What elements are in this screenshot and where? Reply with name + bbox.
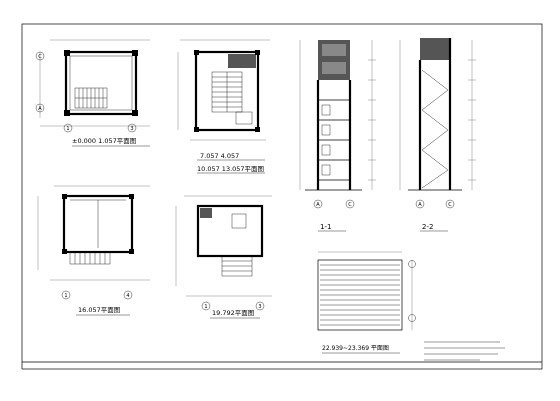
plan-e-title: 22.939~23.369 平面图: [322, 345, 389, 352]
plan-a-axis-a: A: [38, 106, 42, 112]
section-2-2: A C 2-2: [399, 38, 476, 232]
plan-b-title-line2: 10.057 13.057平面图: [197, 165, 264, 173]
notes-block: [424, 341, 505, 361]
section-1-1: A C 1-1: [299, 40, 376, 232]
plan-d-stair: [221, 255, 253, 277]
plan-d-axis-3: 3: [258, 304, 261, 310]
plan-c-axis-4: 4: [126, 293, 129, 299]
plan-b-title-line1: 7.057 4.057: [200, 152, 239, 160]
section-2-axis-c: C: [448, 202, 452, 208]
plan-a: C A 1 3 ±0.000 1.057平面图: [35, 39, 150, 147]
plan-a-axis-c: C: [38, 54, 42, 60]
section-1-title: 1-1: [320, 223, 331, 231]
plan-c-axis-1: 1: [64, 293, 67, 299]
plan-a-axis-1: 1: [66, 126, 69, 132]
plan-d: 1 3 19.792平面图: [175, 195, 272, 319]
plan-c-stair: [69, 251, 111, 265]
plan-b-stair: [211, 71, 243, 113]
section-2-title: 2-2: [422, 223, 433, 231]
sheet-border: [21, 23, 543, 370]
plan-c: 1 4 16.057平面图: [37, 185, 150, 316]
plan-e-roof: 22.939~23.369 平面图: [317, 251, 416, 354]
section-1-axis-a: A: [316, 202, 320, 208]
plan-b: 7.057 4.057 10.057 13.057平面图: [177, 39, 270, 174]
plan-d-axis-1: 1: [204, 304, 207, 310]
plan-c-title: 16.057平面图: [78, 306, 120, 314]
plan-a-axis-3: 3: [130, 126, 133, 132]
plan-d-title: 19.792平面图: [212, 309, 254, 317]
section-2-axis-a: A: [418, 202, 422, 208]
roof-slats: [320, 264, 400, 326]
plan-a-stair: [74, 87, 108, 109]
plan-a-title: ±0.000 1.057平面图: [72, 137, 136, 145]
section-1-axis-c: C: [348, 202, 352, 208]
